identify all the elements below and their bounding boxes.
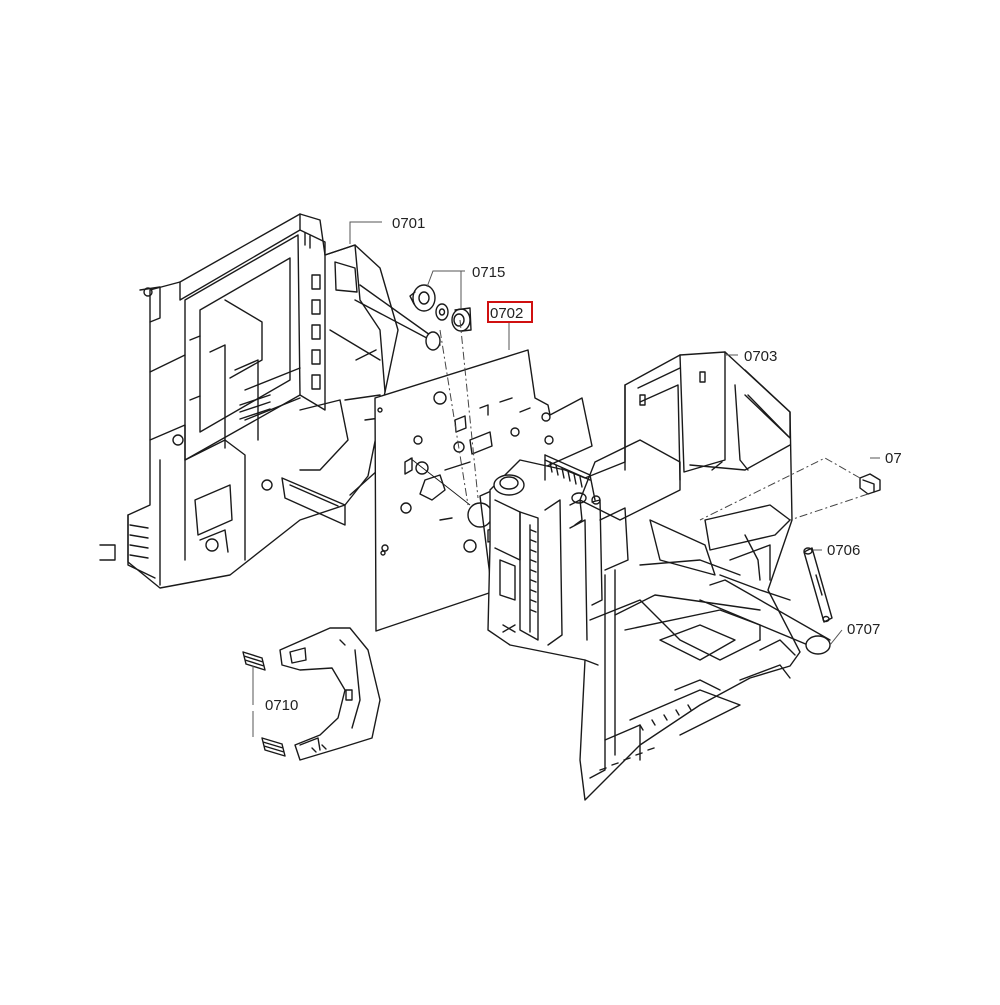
part-0710-bracket (279, 627, 381, 761)
part-0702-plate (374, 349, 593, 632)
part-0703-right-frame (487, 351, 831, 801)
callout-0702[interactable]: 0702 (490, 305, 523, 322)
part-0710-spring-upper (242, 651, 266, 671)
highlight-box-0702 (487, 301, 533, 323)
part-0706-lever (803, 547, 833, 623)
callout-0701[interactable]: 0701 (392, 215, 425, 232)
part-0701-left-frame (99, 213, 441, 589)
part-0715-bushings (409, 284, 472, 332)
alignment-lines (439, 319, 869, 521)
callout-0706[interactable]: 0706 (827, 542, 860, 559)
callout-0703[interactable]: 0703 (744, 348, 777, 365)
part-07xx-clip (859, 473, 881, 495)
leader-lines (252, 221, 880, 737)
callout-07-partial[interactable]: 07 (885, 450, 902, 467)
part-0710-spring-lower (261, 737, 286, 757)
callout-labels: 0701 0715 0702 0703 07 0706 0707 0710 (265, 215, 902, 714)
callout-0710[interactable]: 0710 (265, 697, 298, 714)
callout-0707[interactable]: 0707 (847, 621, 880, 638)
callout-0715[interactable]: 0715 (472, 264, 505, 281)
